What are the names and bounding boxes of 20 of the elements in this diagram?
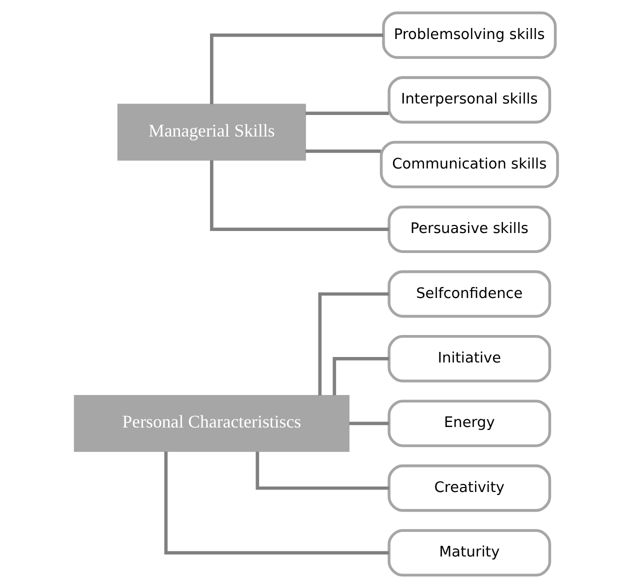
node-box: Communication skills (380, 140, 559, 188)
connector (164, 452, 389, 554)
node-box: Personal Characteristiscs (74, 394, 350, 452)
node-box: Interpersonal skills (388, 76, 552, 124)
connector (332, 357, 389, 396)
node-box: Initiative (388, 335, 552, 382)
connector (210, 34, 384, 104)
node-box: Problemsolving skills (382, 11, 557, 59)
node-box: Managerial Skills (117, 104, 306, 161)
connector (305, 112, 389, 115)
connector (349, 422, 389, 426)
node-box: Energy (388, 400, 552, 448)
node-box: Creativity (388, 464, 552, 512)
node-box: Maturity (388, 529, 552, 577)
node-box: Selfconfidence (388, 270, 552, 318)
connector (305, 150, 381, 153)
node-box: Persuasive skills (388, 206, 552, 253)
connector (318, 292, 389, 396)
connector (256, 452, 389, 490)
connector (210, 160, 389, 231)
